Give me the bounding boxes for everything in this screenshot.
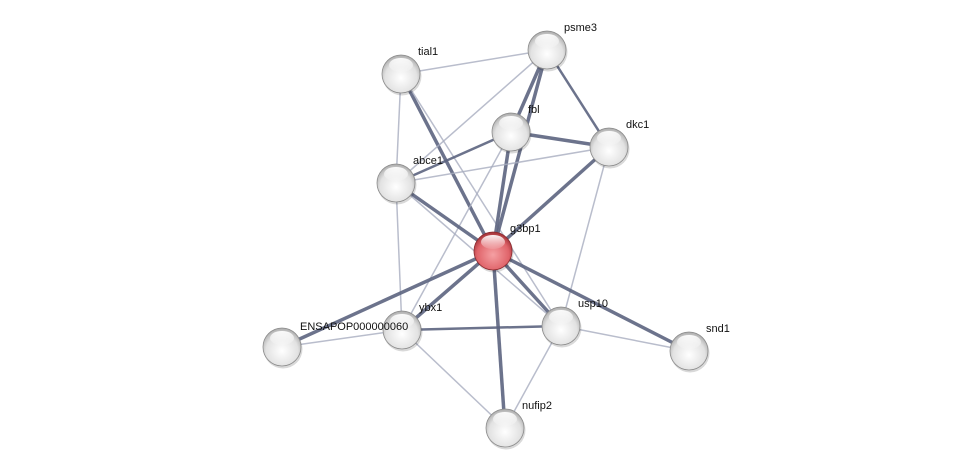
- node-label-nufip2: nufip2: [522, 400, 552, 412]
- edge-fbl-g3bp1[interactable]: [491, 131, 513, 252]
- node-highlight: [597, 131, 621, 145]
- node-snd1[interactable]: [669, 331, 710, 373]
- node-highlight: [493, 412, 517, 426]
- node-ENSAPOP[interactable]: [262, 327, 303, 369]
- edge-ybx1-usp10[interactable]: [401, 324, 562, 332]
- node-label-usp10: usp10: [578, 298, 608, 310]
- node-ybx1[interactable]: [382, 310, 423, 352]
- node-highlight: [481, 235, 505, 249]
- node-label-ENSAPOP: ENSAPOP000000060: [300, 321, 408, 333]
- node-psme3[interactable]: [527, 30, 568, 72]
- edge-fbl-ybx1[interactable]: [401, 131, 512, 331]
- edge-abce1-g3bp1[interactable]: [394, 181, 495, 253]
- edge-tial1-psme3[interactable]: [400, 49, 548, 75]
- node-usp10[interactable]: [541, 306, 582, 348]
- node-abce1[interactable]: [376, 163, 417, 205]
- node-highlight: [499, 116, 523, 130]
- node-highlight: [549, 310, 573, 324]
- node-fbl[interactable]: [491, 112, 532, 154]
- node-highlight: [384, 167, 408, 181]
- edge-dkc1-usp10[interactable]: [560, 146, 610, 327]
- node-label-fbl: fbl: [528, 104, 540, 116]
- node-label-psme3: psme3: [564, 22, 597, 34]
- edge-g3bp1-nufip2[interactable]: [491, 250, 507, 429]
- nodes-layer: [262, 30, 710, 450]
- edge-abce1-ybx1[interactable]: [395, 182, 403, 331]
- edge-psme3-g3bp1[interactable]: [491, 49, 549, 252]
- edge-ybx1-nufip2[interactable]: [401, 329, 506, 429]
- node-label-tial1: tial1: [418, 46, 438, 58]
- node-dkc1[interactable]: [589, 127, 630, 169]
- node-highlight: [677, 335, 701, 349]
- edge-g3bp1-ENSAPOP[interactable]: [281, 249, 494, 349]
- edge-fbl-abce1[interactable]: [395, 130, 512, 185]
- node-nufip2[interactable]: [485, 408, 526, 450]
- node-g3bp1[interactable]: [473, 231, 514, 273]
- node-highlight: [535, 34, 559, 48]
- edge-psme3-abce1[interactable]: [395, 49, 548, 184]
- edge-tial1-g3bp1[interactable]: [399, 73, 495, 252]
- node-highlight: [270, 331, 294, 345]
- node-highlight: [389, 58, 413, 72]
- node-label-abce1: abce1: [413, 155, 443, 167]
- edge-dkc1-abce1[interactable]: [395, 146, 610, 184]
- edge-ybx1-ENSAPOP[interactable]: [281, 329, 403, 348]
- node-label-ybx1: ybx1: [419, 302, 442, 314]
- edge-usp10-snd1[interactable]: [560, 325, 690, 352]
- node-label-snd1: snd1: [706, 323, 730, 335]
- node-highlight: [390, 314, 414, 328]
- node-label-dkc1: dkc1: [626, 119, 649, 131]
- node-tial1[interactable]: [381, 54, 422, 96]
- edge-dkc1-g3bp1[interactable]: [491, 145, 611, 253]
- edge-g3bp1-ybx1[interactable]: [400, 249, 495, 332]
- edge-g3bp1-snd1[interactable]: [492, 249, 690, 353]
- edge-tial1-usp10[interactable]: [400, 73, 562, 327]
- node-label-g3bp1: g3bp1: [510, 223, 541, 235]
